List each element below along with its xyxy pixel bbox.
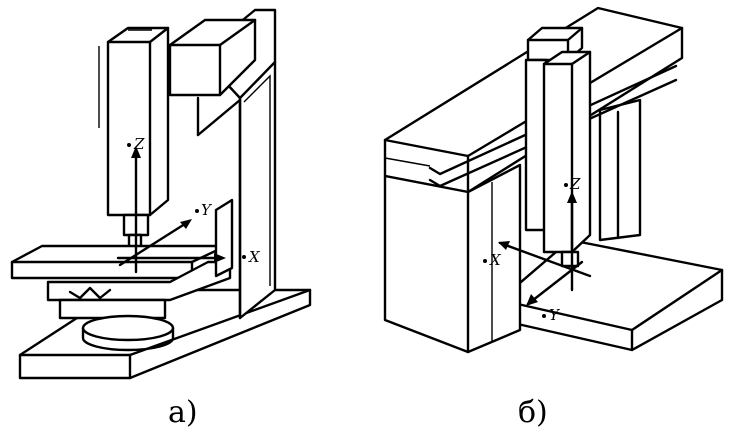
- figure-a-column-machine: Z Y X а): [10, 8, 312, 430]
- figure-b-front-column: [383, 163, 522, 354]
- figure-a-axis-y-label: Y: [201, 201, 213, 219]
- figure-a-axes: Z Y X: [116, 135, 261, 274]
- figure-a-head: [168, 18, 257, 137]
- figure-b-gantry-machine: Z X Y б): [383, 6, 724, 430]
- figure-a-axis-x-label: X: [248, 248, 261, 266]
- figure-b-axes: Z X Y: [483, 175, 592, 324]
- figure-a-caption: а): [168, 395, 198, 430]
- figure-a-axis-z-label: Z: [133, 135, 145, 153]
- figure-b-worktable: [498, 238, 724, 352]
- figure-b-rear-column: [598, 98, 642, 242]
- figure-b-axis-z-label: Z: [569, 175, 581, 193]
- figure-a-column: [198, 8, 277, 320]
- figure-b-axis-y-label: Y: [549, 306, 561, 324]
- figure-b-ram: [524, 26, 592, 268]
- figure-a-table: [10, 198, 234, 352]
- figure-a-spindle-head: [98, 26, 170, 251]
- figure-b-axis-x-label: X: [489, 251, 502, 269]
- figure-b-caption: б): [518, 395, 548, 430]
